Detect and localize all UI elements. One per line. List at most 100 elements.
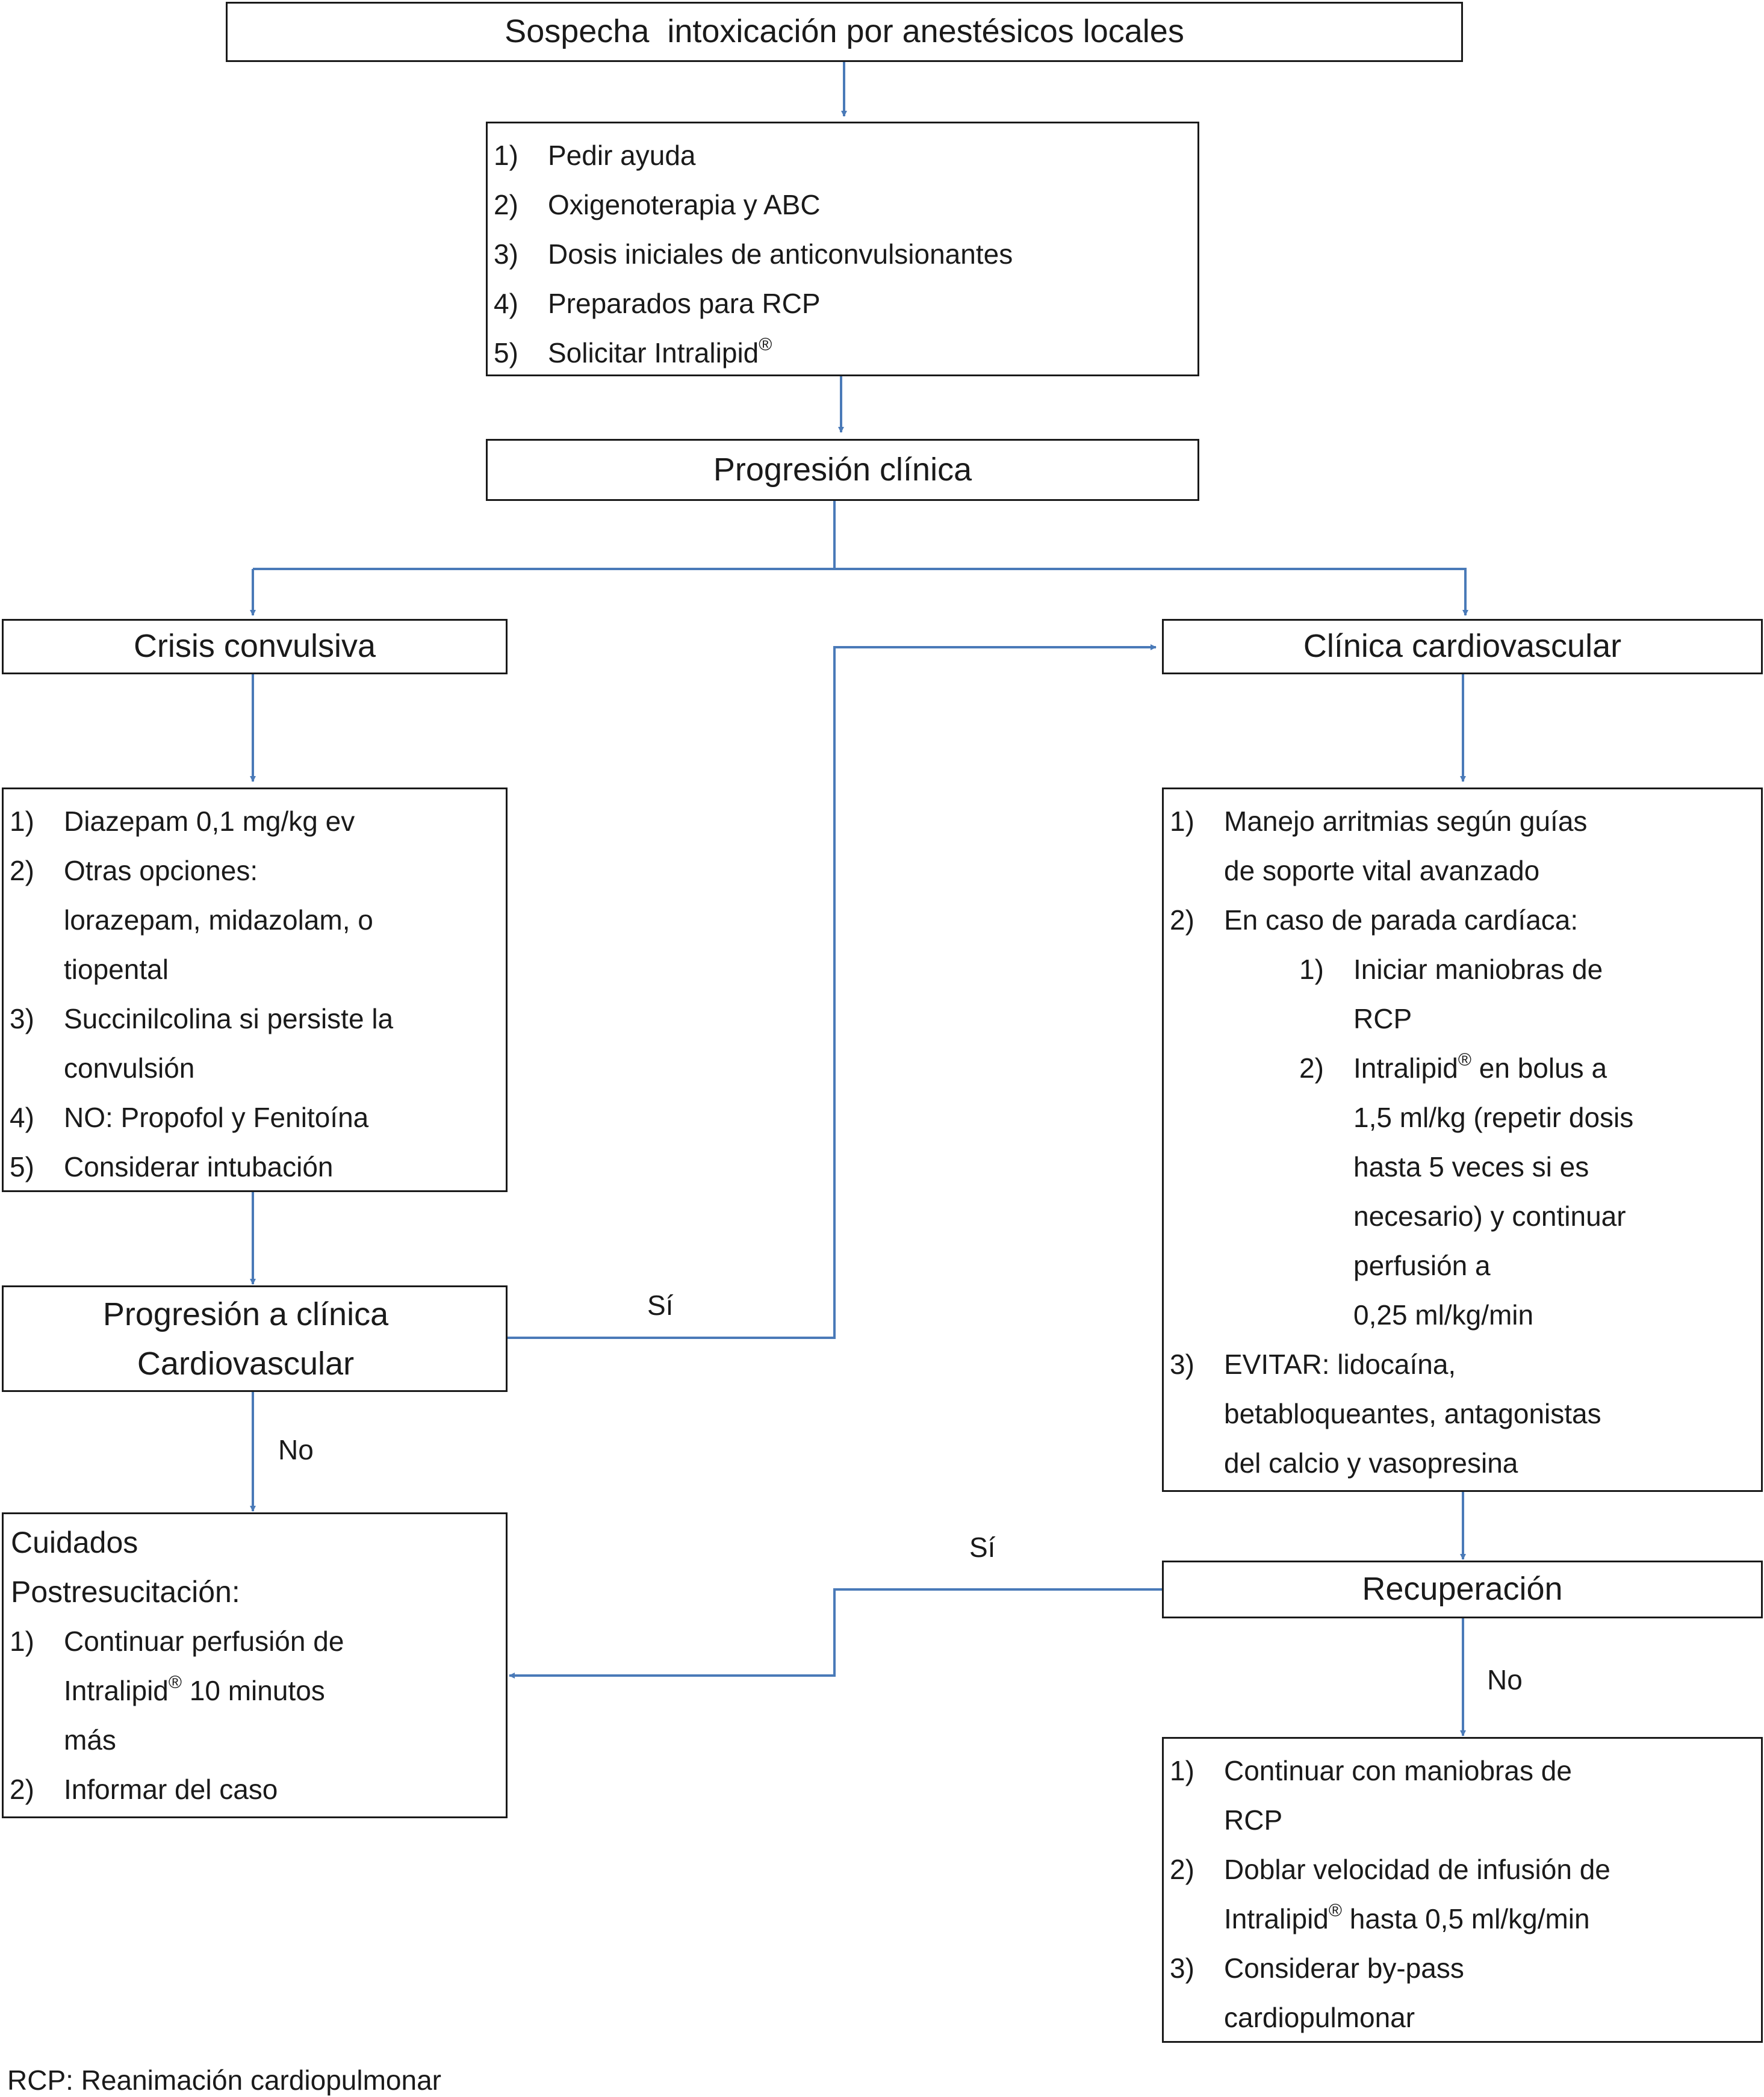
seizure-item: 4) NO: Propofol y Fenitoína [10, 1093, 500, 1142]
step-text: Preparados para RCP [548, 288, 821, 319]
item-text: hasta 0,5 ml/kg/min [1341, 1903, 1590, 1934]
progression-cv-line1: Progresión a clínica [102, 1296, 389, 1332]
registered-mark: ® [1328, 1901, 1342, 1921]
item-continuation: del calcio y vasopresina [1224, 1447, 1518, 1479]
item-number: 2) [1170, 1854, 1194, 1885]
item-continuation: lorazepam, midazolam, o [64, 904, 373, 936]
post-heading: Cuidados [11, 1526, 138, 1559]
step-number: 2) [494, 189, 518, 220]
item-number: 2) [10, 855, 34, 886]
step-number: 1) [494, 140, 518, 171]
step-text: Pedir ayuda [548, 140, 696, 171]
continue-item: 2) Doblar velocidad de infusión de [1170, 1845, 1755, 1894]
item-text: NO: Propofol y Fenitoína [64, 1102, 369, 1133]
subitem-text: Intralipid [1353, 1052, 1458, 1084]
step-number: 5) [494, 337, 518, 368]
cardio-box: Clínica cardiovascular [1162, 619, 1763, 674]
label-si-recovery: Sí [969, 1532, 996, 1563]
registered-mark: ® [1458, 1050, 1471, 1070]
seizure-item: 5) Considerar intubación [10, 1142, 500, 1191]
registered-mark: ® [759, 335, 772, 355]
item-text: 10 minutos [181, 1675, 325, 1706]
item-text: Doblar velocidad de infusión de [1224, 1854, 1610, 1885]
item-number: 1) [1170, 806, 1194, 837]
item-text: Considerar by-pass [1224, 1953, 1464, 1984]
seizure-box: Crisis convulsiva [2, 619, 508, 674]
subitem-continuation: necesario) y continuar [1353, 1201, 1626, 1232]
cardio-item: 3) EVITAR: lidocaína, [1170, 1340, 1755, 1389]
item-text: Manejo arritmias según guías [1224, 806, 1588, 837]
suspicion-box: Sospecha intoxicación por anestésicos lo… [226, 2, 1463, 62]
cardio-item: 2)En caso de parada cardíaca: [1170, 895, 1755, 945]
branch-progression [253, 501, 836, 570]
cardio-subitem: 2) Intralipid® en bolus a [1170, 1043, 1755, 1093]
item-text: Considerar intubación [64, 1151, 334, 1182]
step-text: Oxigenoterapia y ABC [548, 189, 821, 220]
step-text: Solicitar Intralipid [548, 337, 759, 368]
step-row: 2) Oxigenoterapia y ABC [494, 180, 1191, 229]
post-resuscitation-box: Cuidados Postresucitación: 1)Continuar p… [2, 1512, 508, 1818]
step-text: Dosis iniciales de anticonvulsionantes [548, 238, 1013, 270]
recovery-box: Recuperación [1162, 1561, 1763, 1618]
seizure-treatment-box: 1) Diazepam 0,1 mg/kg ev 2) Otras opciones… [2, 788, 508, 1192]
footnote: RCP: Reanimación cardiopulmonar [7, 2064, 441, 2096]
item-number: 1) [1170, 1755, 1194, 1786]
item-number: 1) [10, 806, 34, 837]
post-item: 1)Continuar perfusión de [10, 1617, 500, 1666]
progression-title: Progresión clínica [713, 451, 972, 488]
seizure-item: 1) Diazepam 0,1 mg/kg ev [10, 797, 500, 846]
progression-box: Progresión clínica [486, 439, 1199, 501]
item-number: 5) [10, 1151, 34, 1182]
cardio-treatment-box: 1) Manejo arritmias según guías de soport… [1162, 788, 1763, 1492]
continue-resuscitation-box: 1) Continuar con maniobras de RCP 2) Dobla… [1162, 1737, 1763, 2043]
registered-mark: ® [168, 1673, 182, 1692]
seizure-title: Crisis convulsiva [133, 628, 376, 665]
item-number: 2) [1170, 904, 1194, 936]
subitem-continuation: perfusión a [1353, 1250, 1491, 1281]
step-row: 1) Pedir ayuda [494, 131, 1191, 180]
progression-cv-box: Progresión a clínica Cardiovascular [2, 1285, 508, 1392]
subitem-text: en bolus a [1471, 1052, 1607, 1084]
subitem-text: Iniciar maniobras de [1353, 954, 1603, 985]
item-text: EVITAR: lidocaína, [1224, 1349, 1456, 1380]
subitem-number: 1) [1299, 954, 1324, 985]
step-row: 4)Preparados para RCP [494, 279, 1191, 328]
item-text: Continuar perfusión de [64, 1626, 344, 1657]
initial-steps-box: 1)Pedir ayuda 2)Oxigenoterapia y ABC 3)D… [486, 122, 1199, 376]
cardio-title: Clínica cardiovascular [1303, 628, 1622, 665]
item-continuation: RCP [1224, 1804, 1283, 1836]
item-number: 4) [10, 1102, 34, 1133]
branch-progression-right [834, 568, 1468, 616]
item-continuation: convulsión [64, 1052, 195, 1084]
label-no-progression: No [278, 1434, 314, 1465]
seizure-item: 3) Succinilcolina si persiste la [10, 994, 500, 1043]
recovery-title: Recuperación [1362, 1571, 1563, 1608]
arrow-recovery-si-to-post [509, 1588, 1162, 1679]
item-text: Succinilcolina si persiste la [64, 1003, 394, 1034]
item-number: 3) [1170, 1349, 1194, 1380]
item-number: 2) [10, 1774, 34, 1805]
label-si-progression: Sí [647, 1290, 674, 1321]
continue-item: 1) Continuar con maniobras de [1170, 1746, 1755, 1795]
cardio-item: 1) Manejo arritmias según guías [1170, 797, 1755, 846]
subitem-number: 2) [1299, 1052, 1324, 1084]
post-item: 2)Informar del caso [10, 1765, 500, 1814]
cardio-subitem: 1) Iniciar maniobras de [1170, 945, 1755, 994]
subitem-continuation: hasta 5 veces si es [1353, 1151, 1589, 1182]
item-text: Continuar con maniobras de [1224, 1755, 1572, 1786]
subitem-continuation: RCP [1353, 1003, 1412, 1034]
item-text: Diazepam 0,1 mg/kg ev [64, 806, 355, 837]
item-continuation: más [64, 1724, 116, 1756]
item-number: 3) [10, 1003, 34, 1034]
item-text: Otras opciones: [64, 855, 258, 886]
item-text: Intralipid [64, 1675, 169, 1706]
item-continuation: betabloqueantes, antagonistas [1224, 1398, 1601, 1429]
item-continuation: de soporte vital avanzado [1224, 855, 1540, 886]
item-continuation: cardiopulmonar [1224, 2002, 1415, 2033]
step-row: 5) Solicitar Intralipid® [494, 328, 1191, 377]
suspicion-title: Sospecha intoxicación por anestésicos lo… [505, 13, 1184, 50]
item-continuation: Intralipid® hasta 0,5 ml/kg/min [1170, 1894, 1755, 1943]
post-heading: Postresucitación: [11, 1575, 240, 1609]
subitem-continuation: 1,5 ml/kg (repetir dosis [1353, 1102, 1634, 1133]
